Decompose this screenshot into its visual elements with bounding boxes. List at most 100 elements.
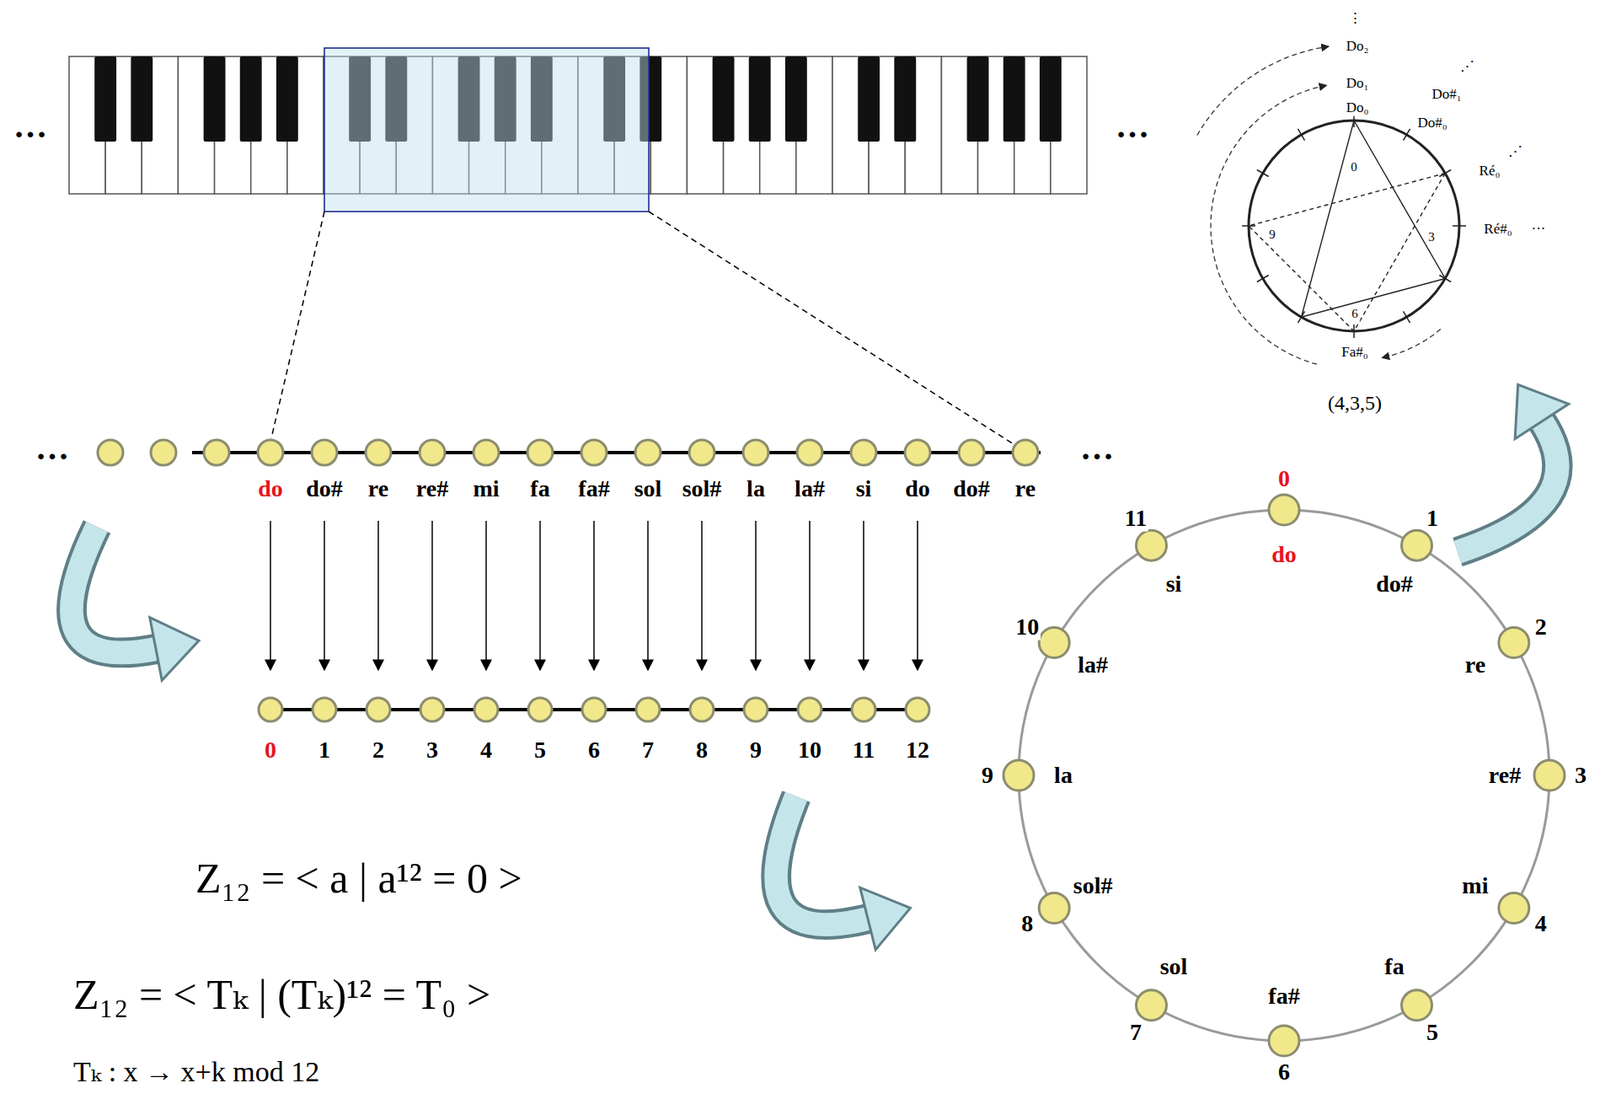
octave-spiral	[1210, 85, 1328, 364]
note-dot	[419, 439, 445, 466]
step-number: 4	[478, 737, 494, 764]
zoom-line	[271, 211, 325, 439]
octave-spiral	[1381, 329, 1441, 359]
octave-label: Do₁	[1344, 75, 1371, 92]
number-dot	[851, 697, 876, 722]
number-dot	[366, 697, 391, 722]
note-name: si	[854, 476, 874, 503]
pitch-number: 8	[1019, 910, 1035, 937]
number-dot	[636, 697, 660, 722]
mapping-arrow	[539, 520, 541, 670]
note-name: sol	[632, 476, 664, 503]
curved-arrow	[1457, 384, 1569, 552]
note-name: do	[903, 476, 932, 503]
note-name: re#	[414, 476, 450, 503]
black-key	[130, 56, 153, 142]
black-key	[785, 56, 808, 142]
pitch-dot	[1268, 494, 1300, 525]
curved-arrow-edge	[775, 796, 868, 925]
note-dot	[743, 439, 769, 466]
curved-arrow-head	[149, 617, 199, 681]
note-name: la	[744, 476, 767, 503]
step-number: 8	[694, 737, 710, 764]
note-name: sol#	[680, 476, 724, 503]
note-dot	[203, 439, 230, 466]
note-name: re	[366, 476, 391, 503]
pitch-name: fa	[1382, 952, 1406, 980]
major-triad	[1301, 120, 1446, 317]
curved-arrow-body	[71, 526, 156, 653]
pitch-number: 6	[1276, 1059, 1292, 1086]
mapping-arrow	[916, 520, 919, 670]
ellipsis: …	[11, 107, 49, 145]
octave-spiral	[1197, 46, 1329, 135]
mapping-arrow	[862, 520, 865, 670]
curved-arrow-head	[860, 887, 911, 950]
step-number: 11	[850, 737, 877, 764]
black-key	[749, 56, 771, 142]
mapping-arrows	[270, 520, 918, 670]
note-dot	[1012, 439, 1039, 466]
octave-label: ⋰	[1458, 58, 1477, 75]
mapping-arrow	[377, 520, 380, 670]
circle-tick	[1257, 170, 1269, 177]
chord-circle	[1197, 46, 1467, 364]
black-key	[1039, 56, 1062, 142]
circle-tick	[1298, 128, 1306, 141]
circle-tick	[1403, 128, 1411, 141]
note-dots	[97, 439, 1039, 466]
pitch-number: 7	[1128, 1018, 1144, 1045]
step-number: 0	[262, 737, 279, 764]
pitch-number: 9	[979, 762, 996, 789]
note-dot	[904, 439, 931, 466]
number-dot	[743, 697, 768, 722]
pitch-number: 10	[1013, 614, 1041, 641]
note-name: fa#	[576, 476, 611, 503]
step-number: 7	[640, 737, 656, 764]
formula: Z₁₂ = < a | a¹² = 0 >	[193, 855, 525, 902]
pitch-name: re#	[1487, 762, 1523, 789]
black-key	[893, 56, 916, 142]
pitch-number: 2	[1533, 614, 1549, 641]
mapping-arrow	[593, 520, 595, 670]
ellipsis: …	[33, 429, 71, 467]
number-dot	[905, 697, 930, 722]
number-dot	[474, 697, 498, 722]
pitch-dot	[1136, 529, 1167, 561]
pitch-dot	[1038, 627, 1070, 659]
ellipsis: …	[1078, 429, 1116, 467]
mapping-arrow	[323, 520, 326, 670]
curved-arrow-head	[1514, 384, 1569, 439]
black-key	[712, 56, 735, 142]
octave-label: ···	[1530, 221, 1548, 238]
note-dot	[311, 439, 338, 466]
zoom-line	[648, 211, 1014, 445]
step-number: 9	[748, 737, 764, 764]
ellipsis: …	[1113, 107, 1151, 145]
note-dot	[689, 439, 715, 466]
number-dot	[312, 697, 337, 722]
curved-arrow-edge	[71, 526, 156, 653]
mapping-arrow	[647, 520, 649, 670]
step-number: 5	[532, 737, 548, 764]
formula: Z₁₂ = < Tₖ | (Tₖ)¹² = T₀ >	[71, 971, 493, 1018]
pitch-dot	[1498, 627, 1530, 659]
octave-label: Do₂	[1344, 38, 1371, 55]
circle-number: 3	[1426, 230, 1437, 245]
curved-arrow	[775, 796, 910, 950]
interval-structure: (4,3,5)	[1326, 391, 1384, 414]
black-key	[1003, 56, 1026, 142]
note-name: fa	[528, 476, 552, 503]
pitch-dot	[1402, 989, 1433, 1021]
pitch-dot	[1268, 1025, 1300, 1056]
pitch-name: si	[1164, 571, 1184, 598]
curved-arrow	[71, 526, 199, 680]
number-dot	[258, 697, 283, 722]
pitch-name: sol#	[1071, 872, 1115, 899]
piano-keyboard	[69, 48, 1087, 212]
circle-tick	[1452, 224, 1467, 227]
step-number: 10	[796, 737, 824, 764]
note-dot	[635, 439, 661, 466]
note-name: do#	[304, 476, 345, 503]
